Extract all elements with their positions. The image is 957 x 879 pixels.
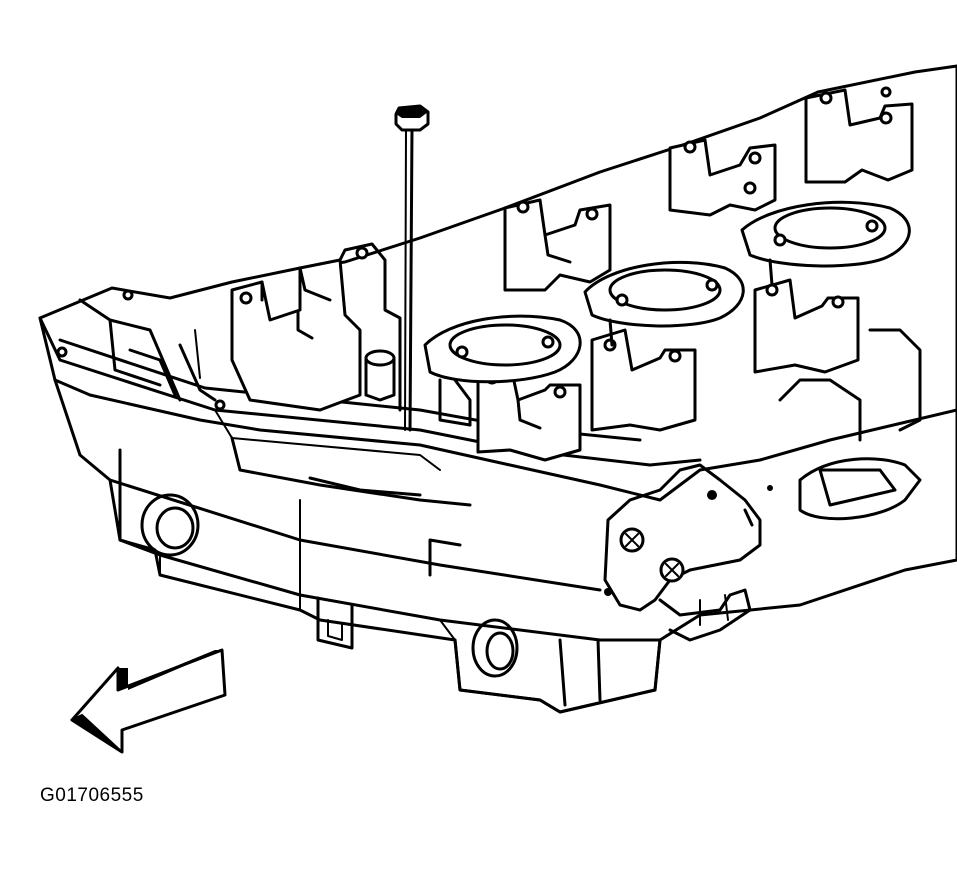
timing-end-face (603, 328, 922, 642)
cam-bearing-towers (230, 86, 914, 462)
figure-id-label: G01706555 (40, 785, 144, 806)
probe-rod (394, 104, 430, 432)
spark-plug-well-seals (423, 200, 911, 384)
front-direction-arrow (69, 648, 227, 754)
tube-bores (438, 258, 774, 427)
